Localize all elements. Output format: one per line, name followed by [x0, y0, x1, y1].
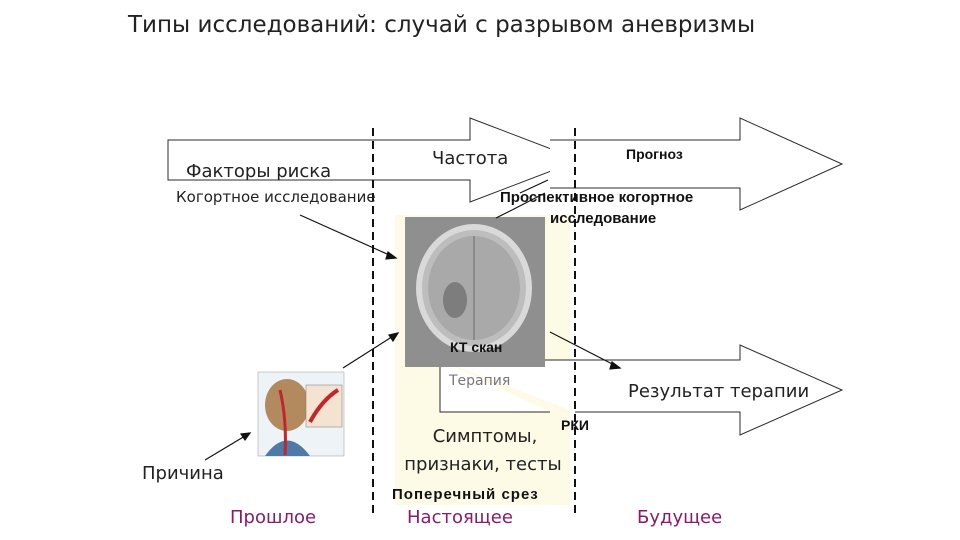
- rct-label: РКИ: [561, 417, 589, 433]
- brain-ct-scan-icon: [405, 217, 545, 367]
- risk-factors-label: Факторы риска: [186, 161, 332, 182]
- symptoms-label-line1: Симптомы,: [432, 426, 538, 447]
- connector-arrows: [204, 179, 622, 461]
- cause-label: Причина: [142, 463, 224, 484]
- prognosis-label: Прогноз: [626, 146, 683, 162]
- therapy-label: Терапия: [449, 373, 511, 389]
- cohort-study-label: Когортное исследование: [176, 188, 376, 206]
- therapy-arrow: [439, 344, 844, 436]
- therapy-result-label: Результат терапии: [628, 381, 810, 402]
- timeline-future-label: Будущее: [637, 507, 723, 528]
- cross-section-label: Поперечный срез: [392, 486, 539, 503]
- prognosis-arrow: [550, 117, 844, 211]
- symptoms-label-line2: признаки, тесты: [404, 454, 562, 475]
- ct-scan-label: КТ скан: [450, 339, 503, 355]
- timeline-past-label: Прошлое: [230, 507, 317, 528]
- frequency-label: Частота: [432, 148, 509, 169]
- prospective-cohort-label-line2: исследование: [550, 210, 657, 227]
- prospective-cohort-label-line1: Проспективное когортное: [500, 189, 694, 206]
- timeline-present-label: Настоящее: [407, 507, 513, 528]
- slide-title: Типы исследований: случай с разрывом ане…: [128, 12, 756, 38]
- head-vessels-anatomy-icon: [257, 371, 345, 457]
